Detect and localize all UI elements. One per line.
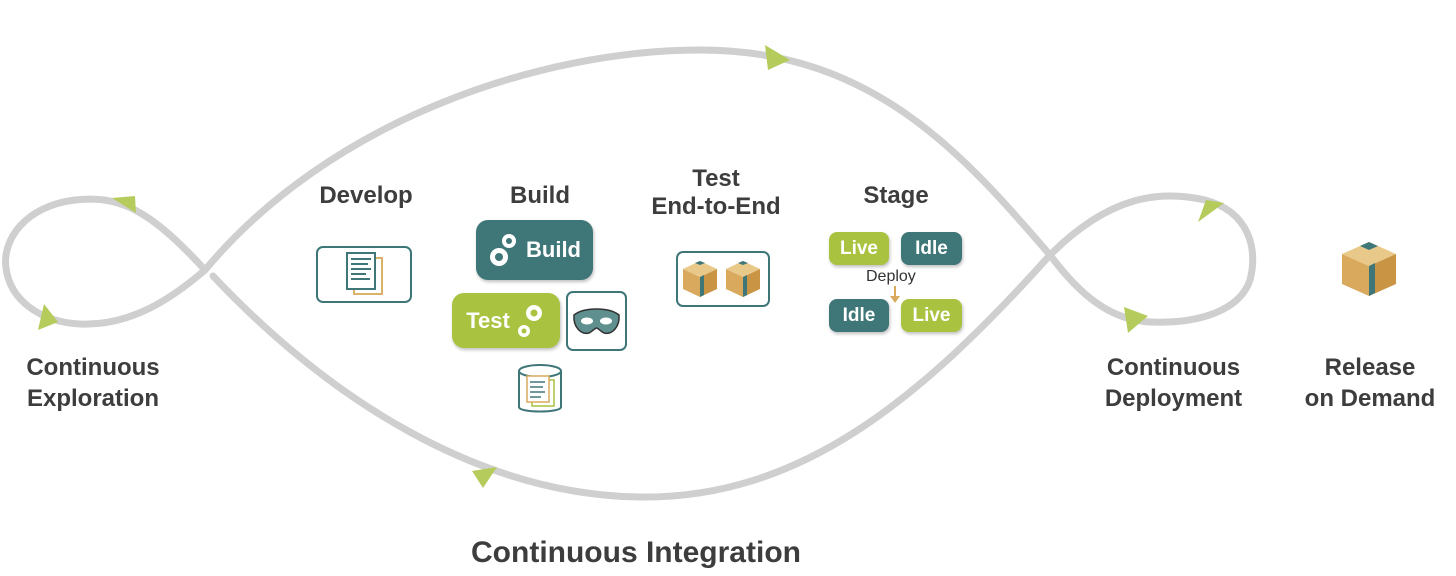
build-button: Build <box>476 220 593 280</box>
arrow-left-bottom <box>38 304 58 330</box>
continuous-exploration-label: Continuous Exploration <box>26 354 160 412</box>
package-icon <box>676 251 770 307</box>
test-button: Test <box>452 293 560 348</box>
gear-icon <box>490 234 516 266</box>
document-icon <box>316 246 412 303</box>
release-on-demand-label: Release on Demand <box>1304 354 1436 412</box>
stage-live-bottom: Live <box>901 299 962 332</box>
stage-live-top: Live <box>829 232 889 265</box>
package-icon <box>1342 242 1396 296</box>
stage-idle-top: Idle <box>901 232 962 265</box>
continuous-integration-label: Continuous Integration <box>471 536 801 569</box>
arrow-left-top <box>112 196 136 213</box>
test-button-label: Test <box>466 307 510 333</box>
build-button-label: Build <box>526 237 581 262</box>
develop-title: Develop <box>319 182 413 209</box>
stage-title: Stage <box>863 182 929 209</box>
stage-idle-bottom: Idle <box>829 299 889 332</box>
gear-icon <box>517 304 542 337</box>
left-loop <box>2 195 209 328</box>
test-e2e-title: Test End-to-End <box>651 165 781 220</box>
database-icon <box>518 364 562 413</box>
right-loop <box>1046 192 1257 326</box>
mask-icon <box>566 291 627 351</box>
build-title: Build <box>510 182 570 209</box>
arrow-bottom <box>472 467 497 488</box>
arrow-top <box>765 45 790 70</box>
arrow-right-top <box>1198 200 1224 222</box>
main-loop-top <box>201 46 1054 274</box>
arrow-down-icon <box>890 286 900 303</box>
continuous-deployment-label: Continuous Deployment <box>1104 354 1243 412</box>
main-loop-bottom <box>209 251 1054 501</box>
arrow-right-bottom <box>1124 307 1148 333</box>
deploy-label: Deploy <box>866 268 916 285</box>
